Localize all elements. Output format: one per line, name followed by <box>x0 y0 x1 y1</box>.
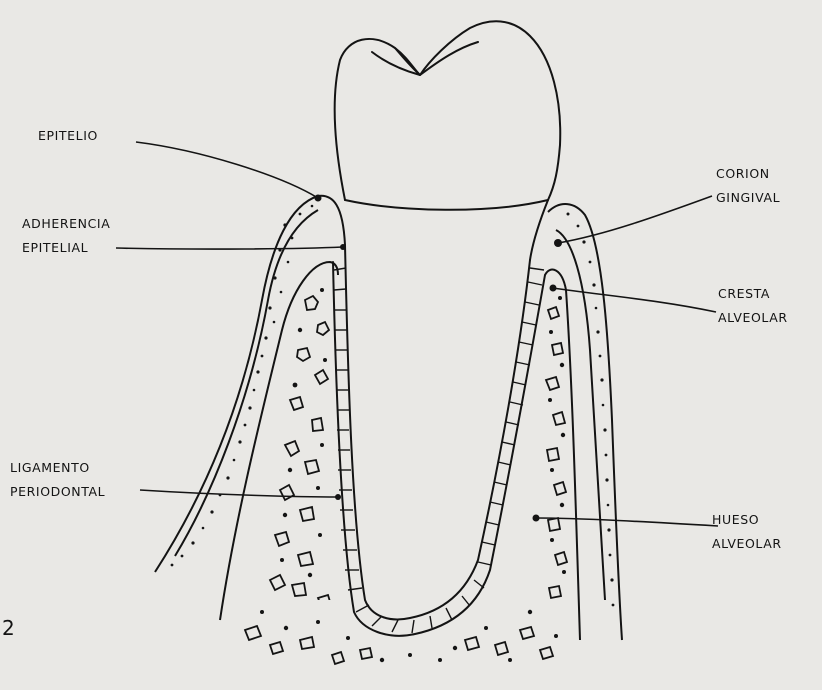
gingiva-left-outer <box>155 196 345 572</box>
alveolar-bone-right <box>545 270 580 640</box>
alveolar-bone-left <box>220 262 338 620</box>
bone-trabeculae-right <box>546 307 567 598</box>
cementoenamel-junction <box>345 200 548 210</box>
leader-dots <box>315 195 563 522</box>
bone-base <box>245 626 553 664</box>
label-adherencia-epitelial: ADHERENCIA EPITELIAL <box>22 212 110 260</box>
label-hueso-alveolar: HUESO ALVEOLAR <box>712 508 782 556</box>
ligament-fibers-left <box>334 268 484 633</box>
label-cresta-alveolar: CRESTA ALVEOLAR <box>718 282 788 330</box>
label-epitelio: EPITELIO <box>38 124 98 148</box>
leader-cresta <box>553 288 716 312</box>
figure-number: 2 <box>2 616 15 640</box>
label-corion-gingival: CORION GINGIVAL <box>716 162 780 210</box>
leader-ligamento <box>140 490 338 497</box>
ligament-outer <box>333 262 545 636</box>
leader-lines <box>116 142 718 526</box>
crown-fissure <box>372 42 478 75</box>
gingiva-left-inner <box>175 210 318 556</box>
tooth-root <box>345 245 530 619</box>
tooth-crown <box>335 21 561 200</box>
leader-adherencia <box>116 247 343 249</box>
gingiva-right-outer <box>548 204 622 640</box>
leader-corion <box>558 196 712 243</box>
bone-dots-right <box>548 296 566 574</box>
gingiva-stipple <box>171 205 615 607</box>
leader-epitelio <box>136 142 318 198</box>
leader-hueso <box>536 518 718 526</box>
label-ligamento-periodontal: LIGAMENTO PERIODONTAL <box>10 456 105 504</box>
